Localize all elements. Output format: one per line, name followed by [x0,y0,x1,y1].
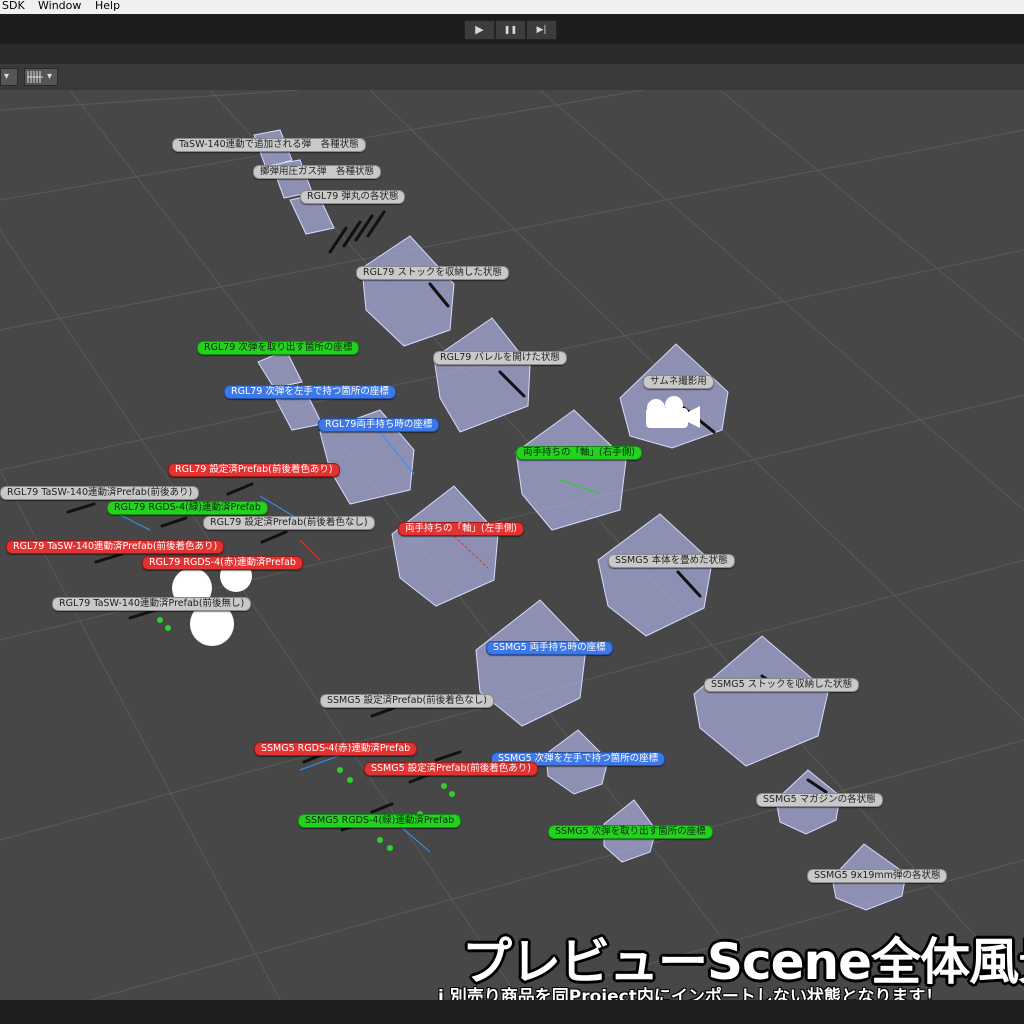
weapon [160,516,188,528]
caption-title: プレビューScene全体風景 [462,933,1024,991]
scene-label[interactable]: RGL79 設定済Prefab(前後着色あり) [168,463,340,477]
cube [391,485,499,607]
weapon [428,282,450,308]
scene-label[interactable]: SSMG5 設定済Prefab(前後着色あり) [364,762,538,776]
cube [515,409,627,531]
weapon [342,220,362,248]
scene-label[interactable]: サムネ撮影用 [643,375,714,389]
weapon [366,210,386,238]
weapon [328,226,348,254]
weapon [370,802,394,814]
weapon [498,370,526,398]
scene-label[interactable]: SSMG5 ストックを収納した状態 [704,678,860,692]
marker [387,845,393,851]
scene-label[interactable]: RGL79両手持ち時の座標 [318,418,440,432]
scene-label[interactable]: RGL79 バレルを開けた状態 [433,351,567,365]
weapon [434,750,462,762]
gizmo-blob [190,602,234,646]
marker [377,837,383,843]
scene-label[interactable]: RGL79 TaSW-140連動済Prefab(前後着色あり) [6,540,225,554]
gizmos-dropdown[interactable]: ▾ [24,68,58,86]
scene-label[interactable]: RGL79 RGDS-4(赤)連動済Prefab [142,556,303,570]
pause-icon: ❚❚ [503,25,518,34]
scene-label[interactable]: 両手持ちの「軸」(左手側) [398,522,524,536]
status-bar [0,1000,1024,1024]
wireframe-grid-icon [27,71,43,83]
cube [475,599,587,727]
scene-viewport[interactable]: TaSW-140連動で追加される弾 各種状態 擲弾用圧ガス弾 各種状態 RGL7… [0,90,1024,1000]
weapon [94,552,124,564]
weapon [676,570,702,598]
scene-label[interactable]: RGL79 ストックを収納した状態 [356,266,509,280]
weapon [66,502,96,514]
scene-label[interactable]: SSMG5 RGDS-4(緑)連動済Prefab [298,814,462,828]
pause-button[interactable]: ❚❚ [495,20,526,40]
scene-label[interactable]: RGL79 設定済Prefab(前後着色なし) [203,516,375,530]
marker [449,791,455,797]
step-button[interactable]: ▶| [526,20,557,40]
chevron-down-icon: ▾ [4,71,10,82]
scene-label[interactable]: TaSW-140連動で追加される弾 各種状態 [172,138,366,152]
chevron-down-icon: ▾ [47,71,53,82]
camera-icon [646,396,700,428]
playback-controls: ▶ ❚❚ ▶| [464,20,558,40]
weapon [354,214,374,242]
scene-dropdown-left[interactable]: ▾ [0,68,18,86]
marker [347,777,353,783]
scene-label[interactable]: SSMG5 9x19mm弾の各状態 [807,869,948,883]
weapon [128,608,158,620]
cube [257,349,303,389]
marker [165,625,171,631]
scene-label[interactable]: RGL79 TaSW-140連動済Prefab(前後あり) [0,486,200,500]
cube [693,635,829,767]
play-icon: ▶ [475,23,484,36]
main-toolbar: ▶ ❚❚ ▶| [0,14,1024,45]
marker [441,783,447,789]
cube [361,235,455,347]
menu-window[interactable]: Window [38,0,82,12]
weapon [226,482,254,496]
scene-label[interactable]: RGL79 弾丸の各状態 [300,190,406,204]
play-button[interactable]: ▶ [464,20,495,40]
scene-label[interactable]: SSMG5 RGDS-4(赤)連動済Prefab [254,742,418,756]
scene-label[interactable]: 擲弾用圧ガス弾 各種状態 [253,165,382,179]
tab-strip [0,44,1024,64]
scene-geometry [0,90,1024,1000]
menu-help[interactable]: Help [95,0,121,12]
weapon [370,706,396,718]
scene-label[interactable]: RGL79 RGDS-4(緑)連動済Prefab [107,501,268,515]
scene-grid [0,90,1024,1000]
menu-bar: SDK Window Help [0,0,1024,14]
step-icon: ▶| [536,25,547,35]
weapon [806,778,828,794]
scene-label[interactable]: RGL79 次弾を取り出す箇所の座標 [197,341,360,355]
marker [337,767,343,773]
scene-label[interactable]: SSMG5 両手持ち時の座標 [486,641,613,655]
menu-sdk[interactable]: SDK [2,0,25,12]
scene-label[interactable]: SSMG5 設定済Prefab(前後着色なし) [320,694,494,708]
cube [433,317,531,433]
scene-label[interactable]: RGL79 次弾を左手で持つ箇所の座標 [224,385,396,399]
scene-label[interactable]: SSMG5 マガジンの各状態 [756,793,883,807]
scene-toolbar: ▾ ▾ [0,64,1024,91]
scene-label[interactable]: SSMG5 本体を畳めた状態 [608,554,735,568]
cube [597,513,713,637]
weapon [260,530,288,544]
scene-label[interactable]: 両手持ちの「軸」(右手側) [516,446,642,460]
scene-label[interactable]: RGL79 TaSW-140連動済Prefab(前後無し) [52,597,252,611]
scene-label[interactable]: SSMG5 次弾を取り出す箇所の座標 [548,825,713,839]
marker [157,617,163,623]
